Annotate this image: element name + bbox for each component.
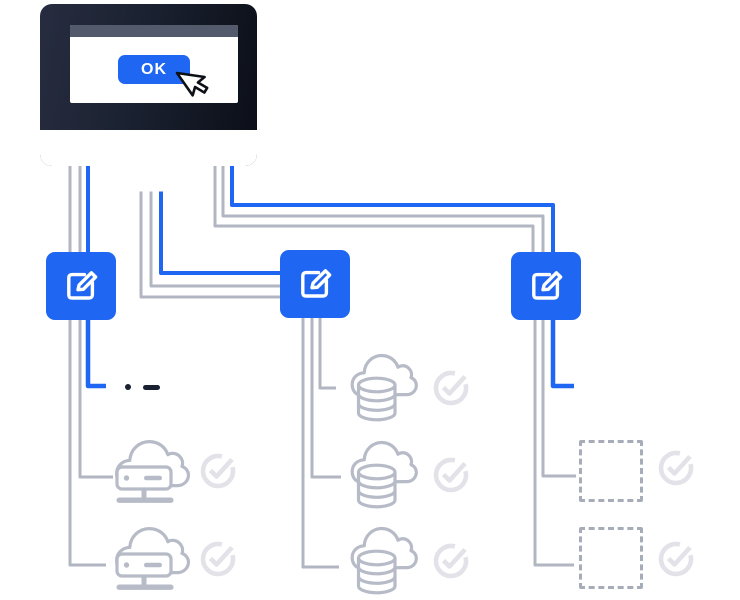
wire-monitor-box2-gray-2 (139, 183, 282, 299)
pending-resource-placeholder (579, 527, 643, 589)
wire-box1-devicebar-blue (85, 316, 106, 389)
arrow-cursor-icon (175, 71, 209, 97)
edit-box-2 (280, 250, 350, 318)
check-circle-icon (432, 542, 472, 580)
wire-box3-placeholder2-gray (533, 318, 574, 567)
cloud-database-icon (350, 526, 418, 595)
edit-pencil-square-icon (67, 271, 98, 300)
cloud-database-icon (350, 353, 418, 422)
check-circle-icon (432, 369, 472, 407)
device-led-dot (125, 384, 131, 390)
monitor: OK (40, 4, 257, 166)
ok-button[interactable]: OK (118, 55, 190, 84)
cloud-server-icon (114, 526, 191, 592)
check-circle-icon (199, 540, 239, 578)
wire-monitor-box3-gray-1 (221, 158, 545, 254)
pending-resource-placeholder (579, 440, 643, 502)
wire-monitor-box2-gray-1 (149, 183, 282, 288)
monitor-stand (112, 165, 193, 192)
wire-box3-placeholder1-gray (541, 318, 576, 478)
cloud-database-icon (350, 440, 418, 509)
edit-box-1 (46, 252, 116, 320)
server-bar-icon (118, 377, 170, 397)
wire-box1-server1-gray (78, 316, 113, 479)
cloud-server-icon (114, 440, 191, 505)
check-circle-icon (199, 452, 239, 490)
monitor-screen: OK (70, 25, 238, 103)
wire-box1-server2-gray (68, 316, 106, 567)
wire-box2-db2-gray (310, 318, 341, 479)
edit-pencil-square-icon (301, 269, 332, 298)
check-circle-icon (657, 540, 697, 578)
wire-monitor-box3-gray-2 (213, 158, 535, 254)
monitor-chin (40, 130, 257, 166)
wire-monitor-box3-blue (230, 158, 555, 254)
check-circle-icon (657, 449, 697, 487)
edit-box-3 (511, 252, 581, 320)
device-slot-dash (143, 384, 160, 390)
wire-box3-stub-blue (550, 318, 574, 389)
browser-titlebar (70, 25, 238, 37)
wire-monitor-box2-blue (159, 183, 282, 275)
wire-box2-db3-gray (301, 318, 339, 569)
edit-pencil-square-icon (532, 271, 563, 300)
check-circle-icon (432, 456, 472, 494)
wire-box2-db1-gray (318, 318, 336, 390)
